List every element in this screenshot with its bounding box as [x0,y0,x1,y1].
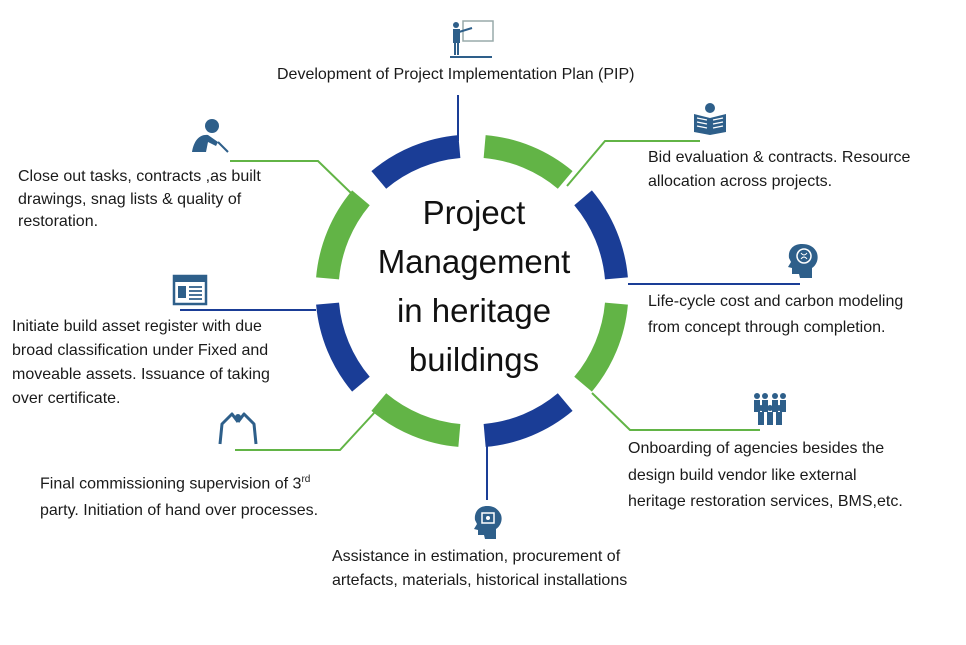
label-line: heritage restoration services, BMS,etc. [628,493,903,510]
label-line: from concept through completion. [648,319,886,336]
label-close-out: Close out tasks, contracts ,as built dra… [18,166,261,234]
center-title-line: Management [377,243,571,280]
connector-bid [566,140,700,187]
center-title: Project Management in heritage buildings [352,188,596,384]
label-line: allocation across projects. [648,173,833,190]
head-brain-icon [788,244,818,278]
ring-segment [371,393,461,447]
label-lifecycle-cost: Life-cycle cost and carbon modeling from… [648,289,903,341]
label-line: Final commissioning supervision of 3rd [40,466,318,497]
label-asset-register: Initiate build asset register with due b… [12,315,270,411]
label-line: Assistance in estimation, procurement of [332,548,621,565]
label-line: moveable assets. Issuance of taking [12,366,270,383]
browser-window-icon [172,274,208,306]
label-line: Bid evaluation & contracts. Resource [648,149,911,166]
ring-segment [574,190,628,280]
connector-closeout [230,160,353,195]
center-title-line: in heritage [396,292,552,329]
group-people-icon [754,393,786,425]
ring-segment [371,135,461,189]
ring-segment [316,302,370,392]
label-line: Development of Project Implementation Pl… [277,66,635,83]
label-assistance: Assistance in estimation, procurement of… [332,545,627,593]
connector-final [235,411,376,451]
label-bid-evaluation: Bid evaluation & contracts. Resource all… [648,146,910,194]
label-line: over certificate. [12,390,121,407]
ring-segments [316,135,628,447]
label-line: party. Initiation of hand over processes… [40,502,319,520]
label-line: Close out tasks, contracts ,as built [18,168,261,185]
person-writing-icon [192,119,229,153]
label-line: artefacts, materials, historical install… [332,572,628,589]
label-text: Final commissioning supervision of 3 [40,475,302,493]
head-idea-icon [474,506,502,539]
presenter-icon [450,20,494,58]
connector-onboarding [591,392,760,431]
handshake-icon [218,412,258,445]
ring-segment [574,302,628,392]
label-line: Life-cycle cost and carbon modeling [648,293,904,310]
label-pip: Development of Project Implementation Pl… [277,63,635,87]
label-line: Initiate build asset register with due [12,318,262,335]
ring-segment [316,190,370,280]
label-onboarding: Onboarding of agencies besides the desig… [628,436,903,516]
ring-segment [483,393,573,447]
center-title-line: Project [422,194,526,231]
label-line: design build vendor like external [628,466,857,484]
superscript: rd [301,474,311,485]
label-line: drawings, snag lists & quality of [18,190,242,208]
connector-lines [180,95,800,500]
ring-segment [483,135,573,189]
label-final-commissioning: Final commissioning supervision of 3rd p… [40,466,318,524]
label-line: restoration. [18,213,99,230]
center-title-line: buildings [408,341,540,378]
label-line: Onboarding of agencies besides the [628,440,885,457]
newspaper-reader-icon [694,103,726,135]
label-line: broad classification under Fixed and [12,342,269,359]
